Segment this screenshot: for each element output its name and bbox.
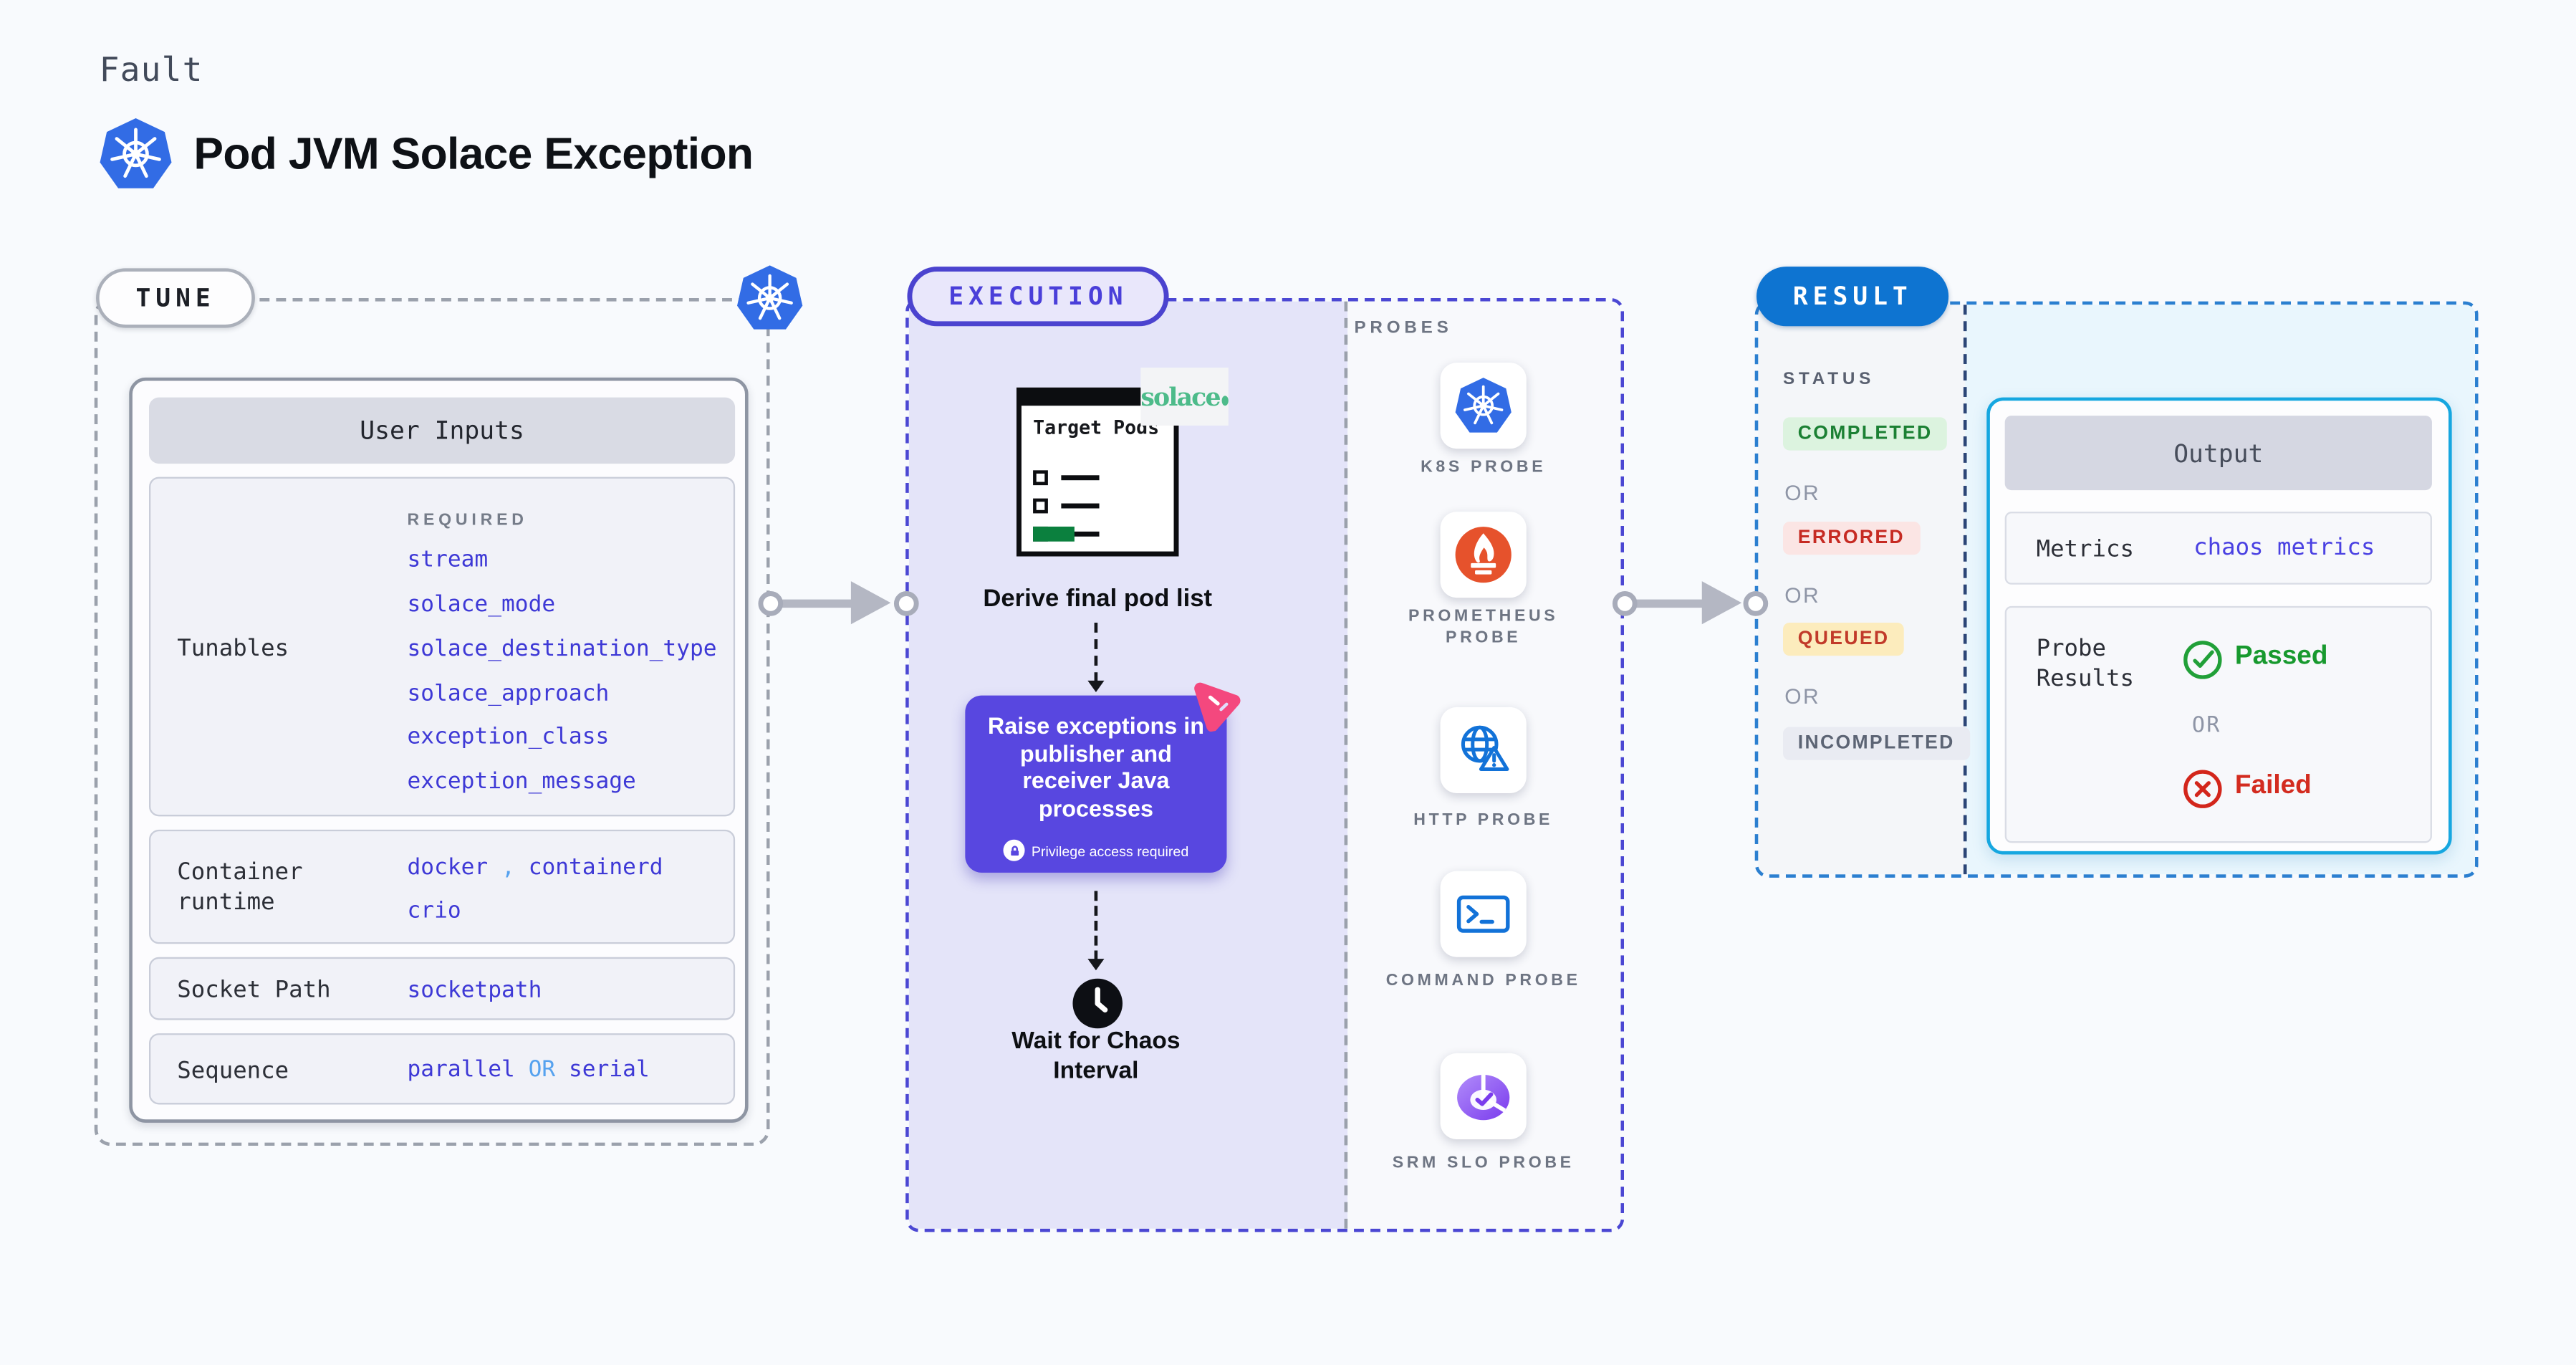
connector-dot xyxy=(893,591,919,616)
tunable-item: solace_approach xyxy=(407,680,610,707)
tunable-item: solace_mode xyxy=(407,591,556,618)
tune-badge: TUNE xyxy=(96,268,256,328)
flow-arrow-down xyxy=(1087,622,1105,693)
status-label: STATUS xyxy=(1783,369,1875,390)
arrow-head xyxy=(1701,581,1742,625)
metrics-label: Metrics xyxy=(2036,536,2134,563)
execution-probes-divider xyxy=(1344,301,1348,1229)
fault-kicker: Fault xyxy=(99,49,203,90)
connector-dot xyxy=(1612,591,1638,616)
checkbox-line xyxy=(1033,470,1100,486)
kubernetes-icon xyxy=(1455,378,1512,433)
or-text: OR xyxy=(1784,480,1820,505)
tunable-item: exception_message xyxy=(407,768,636,795)
status-completed-badge: COMPLETED xyxy=(1783,417,1948,451)
metrics-value: chaos metrics xyxy=(2193,535,2375,562)
tunable-item: exception_class xyxy=(407,723,610,750)
or-text: OR xyxy=(1784,583,1820,608)
or-text: OR xyxy=(2191,714,2221,739)
output-title: Output xyxy=(2004,416,2432,491)
checkbox-line xyxy=(1033,498,1100,514)
socket-path-row: Socket Path socketpath xyxy=(148,957,736,1020)
tunable-item: solace_destination_type xyxy=(407,636,717,663)
target-pods-label: Target Pods xyxy=(1033,416,1160,439)
probe-label: K8S PROBE xyxy=(1421,459,1547,477)
runtime-value: crio xyxy=(407,897,461,924)
flow-arrow-down xyxy=(1087,891,1105,971)
lock-icon xyxy=(1003,839,1025,861)
check-circle-icon xyxy=(2183,641,2222,679)
solace-dot xyxy=(1221,396,1229,406)
k8s-probe-card xyxy=(1440,363,1527,449)
socket-path-value: socketpath xyxy=(407,977,542,1004)
derive-pod-list-step: Derive final pod list xyxy=(983,584,1213,613)
raise-exceptions-step: Raise exceptions in publisher and receiv… xyxy=(965,695,1227,873)
user-inputs-card: User Inputs Tunables REQUIRED stream sol… xyxy=(129,377,749,1123)
sequence-value: parallel xyxy=(407,1056,515,1083)
command-probe-card xyxy=(1440,871,1527,957)
document-titlebar xyxy=(1019,391,1176,406)
arrow-head xyxy=(850,581,891,625)
output-card: Output Metrics chaos metrics Probe Resul… xyxy=(1986,397,2452,855)
prometheus-probe-card xyxy=(1440,512,1527,598)
tune-section xyxy=(94,297,770,1146)
wait-for-chaos-step: Wait for Chaos Interval xyxy=(1011,1028,1181,1085)
status-incompleted-badge: INCOMPLETED xyxy=(1783,727,1970,760)
probe-label: PROMETHEUS PROBE xyxy=(1408,608,1559,648)
execution-badge: EXECUTION xyxy=(907,267,1170,327)
runtime-value: docker xyxy=(407,854,489,881)
result-badge: RESULT xyxy=(1756,267,1949,327)
http-probe-card xyxy=(1440,707,1527,793)
probes-label: PROBES xyxy=(1354,317,1453,338)
tunables-label: Tunables xyxy=(177,636,289,663)
tunable-item: stream xyxy=(407,546,489,573)
terminal-icon xyxy=(1456,895,1510,933)
page-title: Pod JVM Solace Exception xyxy=(193,129,754,179)
sequence-or: OR xyxy=(528,1056,556,1083)
required-label: REQUIRED xyxy=(407,512,528,530)
chaos-spark-icon xyxy=(1194,682,1241,732)
sequence-label: Sequence xyxy=(177,1058,289,1085)
probe-label: COMMAND PROBE xyxy=(1385,972,1581,991)
srm-slo-probe-card xyxy=(1440,1053,1527,1140)
probe-label: HTTP PROBE xyxy=(1413,811,1554,830)
runtime-value: containerd xyxy=(528,854,663,881)
container-runtime-row: Container runtime docker , containerd cr… xyxy=(148,829,736,944)
sequence-row: Sequence parallel OR serial xyxy=(148,1033,736,1105)
socket-path-label: Socket Path xyxy=(177,977,331,1004)
connector-dot xyxy=(1743,591,1769,616)
connector-dot xyxy=(758,591,784,616)
status-queued-badge: QUEUED xyxy=(1783,622,1905,656)
status-errored-badge: ERRORED xyxy=(1783,521,1920,555)
prometheus-icon xyxy=(1455,527,1512,583)
probe-results-label: Probe Results xyxy=(2036,636,2134,693)
tunables-row: Tunables REQUIRED stream solace_mode sol… xyxy=(148,476,736,817)
user-inputs-title: User Inputs xyxy=(148,397,736,464)
failed-label: Failed xyxy=(2234,771,2312,800)
clock-icon xyxy=(1072,978,1123,1029)
runtime-separator: , xyxy=(501,854,515,881)
probe-results-row: Probe Results Passed OR Failed xyxy=(2004,605,2432,843)
or-text: OR xyxy=(1784,684,1820,709)
raise-exceptions-text: Raise exceptions in publisher and receiv… xyxy=(987,712,1204,821)
green-button-bar xyxy=(1033,526,1075,542)
slo-donut-check-icon xyxy=(1457,1073,1510,1121)
kubernetes-icon xyxy=(100,118,172,188)
solace-logo: solace xyxy=(1140,368,1229,426)
tune-to-execution-arrow xyxy=(774,599,858,608)
kubernetes-icon xyxy=(737,265,803,330)
status-output-divider xyxy=(1963,305,1967,875)
sequence-value: serial xyxy=(569,1056,650,1083)
passed-label: Passed xyxy=(2234,642,2328,671)
x-circle-icon xyxy=(2183,770,2222,808)
execution-to-result-arrow xyxy=(1629,599,1709,608)
metrics-row: Metrics chaos metrics xyxy=(2004,512,2432,585)
probe-label: SRM SLO PROBE xyxy=(1392,1154,1575,1173)
privilege-note: Privilege access required xyxy=(965,839,1226,861)
http-globe-warning-icon xyxy=(1461,725,1509,772)
status-panel xyxy=(1758,305,1966,875)
container-runtime-label: Container runtime xyxy=(177,859,303,916)
